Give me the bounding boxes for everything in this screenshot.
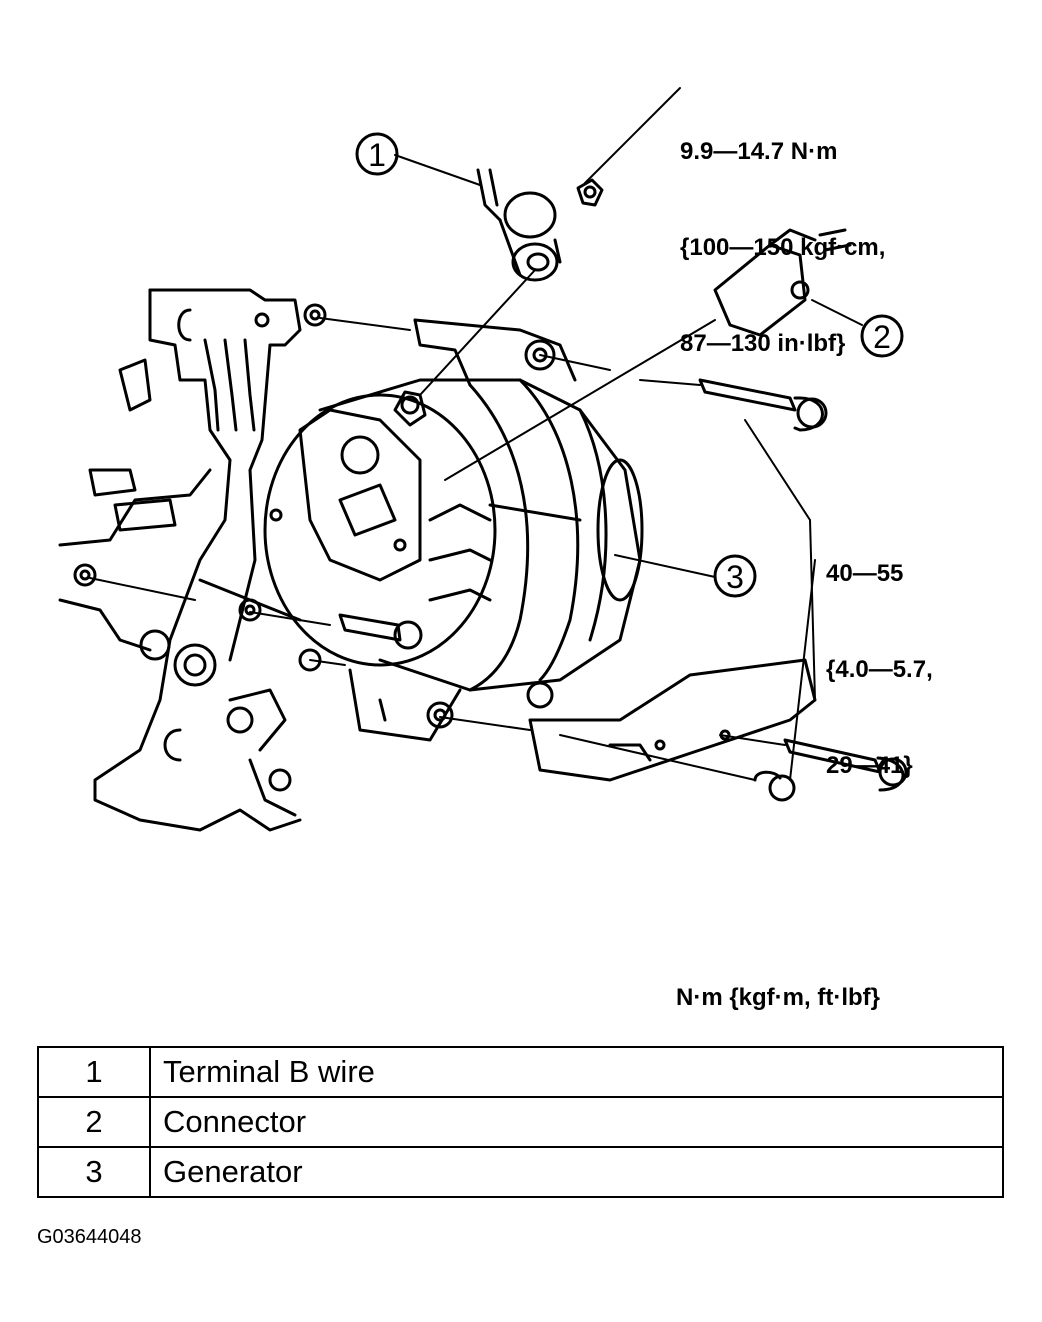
generator-exploded-diagram: 1 2 3 [58, 87, 908, 832]
lower-bolt [753, 738, 908, 802]
callout-1: 1 [355, 132, 399, 176]
table-row: 3 Generator [37, 1146, 1004, 1198]
connector [713, 228, 852, 337]
leader-lines [89, 87, 863, 781]
legend-number: 3 [37, 1146, 151, 1198]
generator-body [263, 318, 644, 692]
callout-3: 3 [713, 554, 757, 598]
legend-number: 2 [37, 1096, 151, 1148]
legend-number: 1 [37, 1046, 151, 1098]
torque-bolts-line-1: 40—55 [826, 560, 904, 587]
engine-mounting-bracket [58, 288, 327, 832]
callout-2-number: 2 [873, 319, 891, 355]
front-bolt [198, 578, 423, 672]
torque-terminal-line-3: 87—130 in·lbf} [680, 330, 846, 357]
callout-3-number: 3 [726, 559, 744, 595]
lower-bracket [348, 658, 817, 782]
torque-bolts-line-3: 29—41} [826, 752, 913, 779]
terminal-nut-torque-spec: 9.9—14.7 N·m {100—150 kgf·cm, 87—130 in·… [680, 72, 885, 392]
terminal-b-stud [393, 390, 427, 427]
mounting-bolt-torque-spec: 40—55 {4.0—5.7, 29—41} [826, 494, 933, 814]
torque-bolts-line-2: {4.0—5.7, [826, 656, 933, 683]
terminal-b-wire [476, 168, 562, 282]
callout-1-number: 1 [368, 137, 386, 173]
torque-units-note: N·m {kgf·m, ft·lbf} [676, 984, 880, 1011]
upper-bolt [698, 378, 828, 432]
parts-legend-table: 1 Terminal B wire 2 Connector 3 Generato… [37, 1046, 1004, 1198]
callout-2: 2 [860, 314, 904, 358]
table-row: 2 Connector [37, 1096, 1004, 1148]
terminal-nut [576, 178, 604, 207]
legend-description: Generator [149, 1146, 1004, 1198]
torque-terminal-line-1: 9.9—14.7 N·m [680, 138, 838, 165]
legend-description: Terminal B wire [149, 1046, 1004, 1098]
legend-description: Connector [149, 1096, 1004, 1148]
table-row: 1 Terminal B wire [37, 1046, 1004, 1098]
figure-id: G03644048 [37, 1226, 142, 1248]
torque-terminal-line-2: {100—150 kgf·cm, [680, 234, 886, 261]
